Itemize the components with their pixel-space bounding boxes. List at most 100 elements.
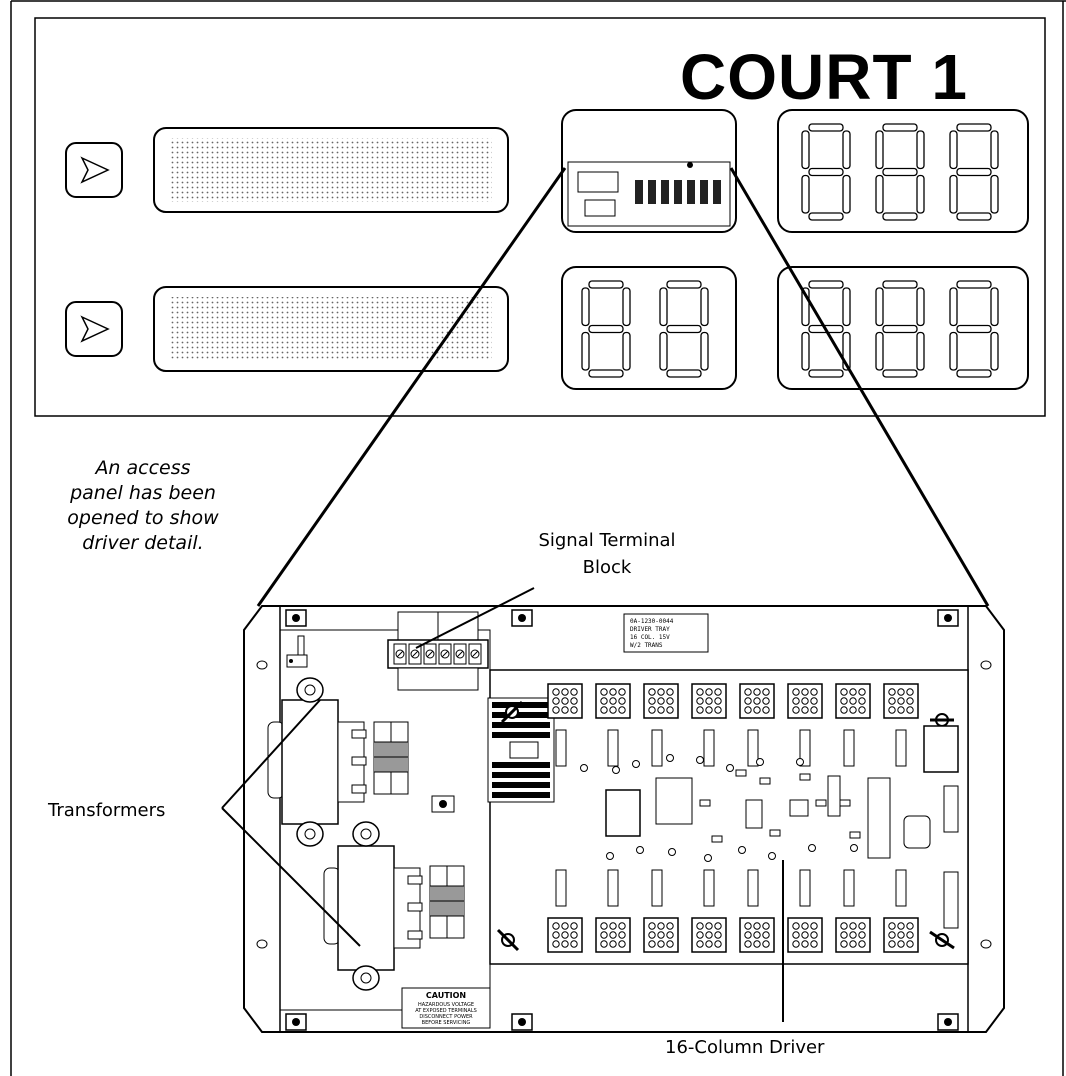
leader-transformer-1 [221, 699, 321, 809]
part-label: 0A-1230-0044 DRIVER TRAY 16 COL. 15V W/2… [630, 618, 720, 650]
seven-segment-digit [949, 123, 999, 221]
corner-clip [937, 609, 959, 627]
arrow-box-bottom [65, 301, 123, 357]
connector-j19 [923, 725, 959, 773]
driver-board [487, 669, 969, 965]
caution-line: AT EXPOSED TERMINALS [415, 1008, 477, 1014]
label-line: Block [582, 557, 632, 578]
side-connector [943, 871, 959, 929]
transformer-terminal-2 [429, 865, 465, 939]
column-connector [787, 917, 823, 953]
zoom-line-left [256, 167, 567, 607]
part-label-line: W/2 TRANS [630, 642, 663, 649]
wing-nut [500, 700, 524, 724]
transformer-1 [267, 677, 367, 847]
fuse [286, 635, 308, 668]
caution-line: DISCONNECT POWER [419, 1014, 473, 1020]
access-panel-note: An access panel has been opened to show … [58, 456, 228, 556]
ic-chip [555, 729, 567, 767]
note-line: An access [95, 457, 191, 479]
label-line: Signal Terminal [538, 530, 676, 551]
ic-chip [555, 869, 567, 907]
column-connector [691, 683, 727, 719]
caution-text: HAZARDOUS VOLTAGE AT EXPOSED TERMINALS D… [404, 1002, 488, 1026]
side-connector [943, 785, 959, 833]
connector-j17 [605, 789, 641, 837]
driver-label: 16-Column Driver [665, 1037, 825, 1058]
seven-segment-digit [659, 280, 709, 378]
column-connector [595, 683, 631, 719]
scoreboard-panel [34, 17, 1046, 417]
column-connector [739, 917, 775, 953]
column-connector [835, 683, 871, 719]
seven-segment-digits [581, 123, 999, 378]
column-connector [883, 917, 919, 953]
corner-clip [937, 1013, 959, 1031]
column-connector [787, 683, 823, 719]
seven-segment-digit [875, 123, 925, 221]
leader-signal-block [415, 587, 535, 649]
part-label-line: 0A-1230-0044 [630, 618, 674, 625]
column-connector [595, 917, 631, 953]
ic-chip [703, 869, 715, 907]
small-clip [431, 795, 455, 813]
ic-chip [895, 729, 907, 767]
corner-clip [285, 609, 307, 627]
column-connector [547, 683, 583, 719]
court-title: COURT 1 [680, 41, 968, 113]
caution-label-box [401, 987, 491, 1029]
ic-chip [747, 869, 759, 907]
ic-chip [799, 729, 811, 767]
note-line: driver detail. [82, 532, 204, 554]
corner-clip [285, 1013, 307, 1031]
zoom-line-right [729, 167, 990, 607]
column-connector [691, 917, 727, 953]
driver-tray [221, 587, 1005, 1033]
column-connector [739, 683, 775, 719]
wing-nut [496, 928, 520, 952]
column-connector [643, 683, 679, 719]
seven-segment-digit [949, 280, 999, 378]
leader-transformer-2 [221, 807, 361, 947]
signal-terminal-block [387, 611, 489, 691]
heatsink [487, 697, 555, 803]
corner-clip [511, 609, 533, 627]
transformer-2 [323, 821, 423, 991]
note-line: opened to show [67, 507, 219, 529]
part-label-box [623, 613, 709, 653]
ic-chip [651, 869, 663, 907]
score-display-bottom-mid [561, 266, 737, 390]
ic-chip [607, 729, 619, 767]
note-line: panel has been [70, 482, 216, 504]
transformer-terminal-1 [373, 721, 409, 795]
part-label-line: 16 COL. 15V [630, 634, 670, 641]
arrow-box-top [65, 142, 123, 198]
column-connector [643, 917, 679, 953]
wing-nut [929, 930, 955, 950]
message-display-top [153, 127, 509, 213]
access-panel-opened [561, 109, 737, 233]
ic-chip [843, 869, 855, 907]
crystal [903, 815, 931, 849]
column-connector [835, 917, 871, 953]
message-display-bottom [153, 286, 509, 372]
regulator [655, 777, 693, 825]
ic-chip [651, 729, 663, 767]
ic-chip [747, 729, 759, 767]
transformers-label: Transformers [48, 800, 166, 821]
column-connector [883, 683, 919, 719]
seven-segment-digit [875, 280, 925, 378]
ic-chip [607, 869, 619, 907]
corner-clip [511, 1013, 533, 1031]
microcontroller-chip [867, 777, 891, 859]
caution-line: HAZARDOUS VOLTAGE [417, 1002, 475, 1008]
caution-line: BEFORE SERVICING [421, 1020, 471, 1026]
ic-chip [799, 869, 811, 907]
ic-chip [843, 729, 855, 767]
column-connector [547, 917, 583, 953]
arrow-right-icon [80, 315, 110, 343]
arrow-right-icon [80, 156, 110, 184]
part-label-line: DRIVER TRAY [630, 626, 670, 633]
seven-segment-digit [801, 123, 851, 221]
